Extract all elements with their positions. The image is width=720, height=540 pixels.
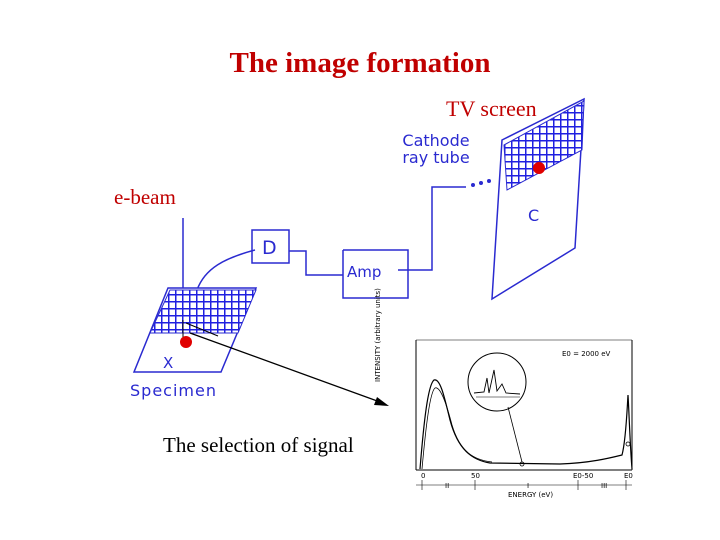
- specimen-raster: [149, 289, 257, 334]
- detector-box: [251, 229, 290, 264]
- signal-selection-label: The selection of signal: [163, 433, 354, 457]
- spectrum-region-label: II: [445, 482, 450, 490]
- c-label: C: [528, 206, 540, 225]
- signal-arrowhead: [374, 397, 389, 406]
- spectrum-region-label: III: [601, 482, 608, 490]
- spectrum-energy-label: E0 = 2000 eV: [562, 350, 611, 358]
- amp-label: Amp: [347, 263, 382, 281]
- tv-spot-dot: [533, 162, 545, 174]
- x-label: X: [163, 354, 174, 372]
- spectrum-figure: [415, 339, 633, 490]
- e-beam-label: e-beam: [114, 185, 176, 209]
- detector-curve: [196, 249, 256, 291]
- tv-screen-label: TV screen: [446, 96, 537, 121]
- amp-to-crt-wire: [398, 186, 466, 271]
- spectrum-y-axis-label: INTENSITY (arbitrary units): [374, 288, 382, 382]
- detector-label: D: [262, 237, 277, 259]
- detector-to-amp-wire: [289, 250, 343, 276]
- wire-dots: [471, 179, 491, 187]
- spectrum-tick-label: 0: [421, 472, 426, 480]
- beam-cone-line: [185, 322, 219, 337]
- spectrum-x-axis-label: ENERGY (eV): [508, 491, 554, 499]
- signal-arrow-line: [189, 332, 381, 403]
- spectrum-tick-label: E0-50: [573, 472, 594, 480]
- specimen-spot-dot: [180, 336, 192, 348]
- spectrum-region-label: I: [527, 482, 530, 490]
- spectrum-tick-label: 50: [471, 472, 480, 480]
- cathode-ray-tube-label: Cathode ray tube: [402, 131, 470, 167]
- spectrum-tick-label: E0: [624, 472, 633, 480]
- tv-screen-raster: [503, 100, 585, 191]
- amp-box: [342, 249, 409, 299]
- specimen-label: Specimen: [130, 381, 217, 400]
- page-title: The image formation: [229, 47, 491, 79]
